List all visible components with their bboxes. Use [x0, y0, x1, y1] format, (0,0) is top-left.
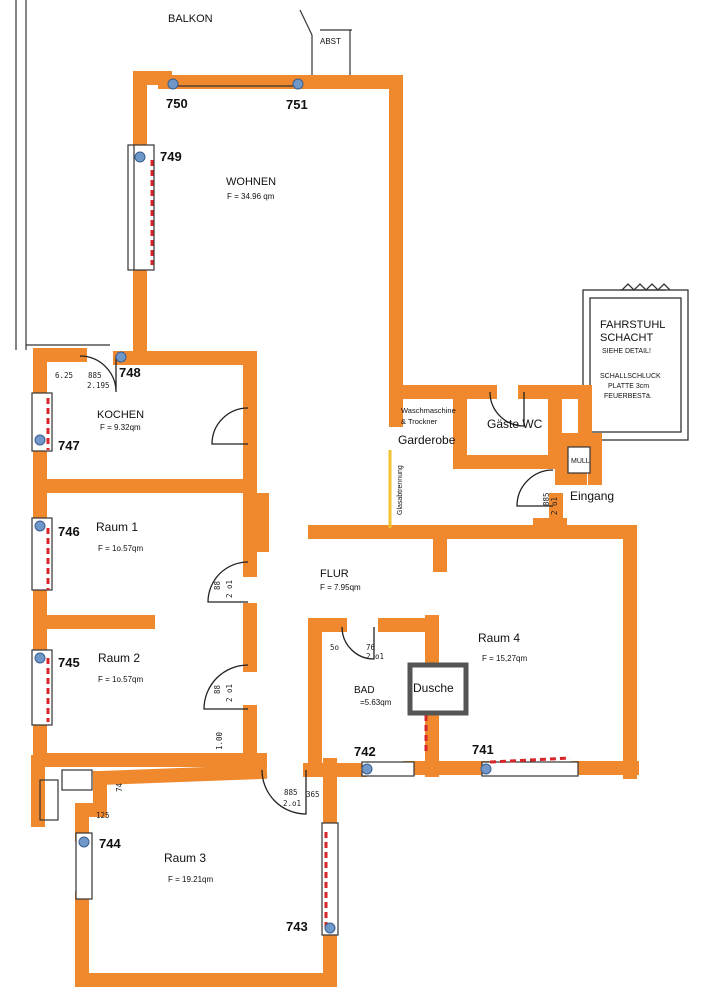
raum4-label: Raum 4: [478, 631, 520, 645]
raum3-area: F = 19.21qm: [168, 875, 213, 884]
sensor-labels: 750 751 749 748 747 746 745 744 743 742 …: [58, 96, 494, 934]
dim-201d: 2 o1: [366, 652, 384, 661]
room-labels: BALKON ABST WOHNEN F = 34.96 qm KOCHEN F…: [96, 13, 665, 884]
garderobe-label: Garderobe: [398, 433, 456, 447]
shower-box: [407, 662, 469, 716]
sensor-label-748: 748: [119, 365, 141, 380]
sensor-label-745: 745: [58, 655, 80, 670]
waschmaschine-label: Waschmaschine: [401, 406, 456, 415]
balcony-boundary: [15, 0, 352, 350]
flur-area: F = 7.95qm: [320, 583, 361, 592]
dim-50: 5o: [330, 643, 340, 652]
sensor-label-743: 743: [286, 919, 308, 934]
dim-88a: 88: [213, 580, 222, 590]
bad-label: BAD: [354, 685, 375, 696]
dusche-label: Dusche: [413, 681, 454, 695]
elevator-shaft: [582, 283, 689, 441]
dim-74: 74: [115, 782, 124, 792]
raum1-label: Raum 1: [96, 520, 138, 534]
sensor-748: [115, 351, 127, 363]
doors: [79, 355, 554, 815]
dim-201a: 2 o1: [225, 580, 234, 598]
dim-625: 6.25: [55, 371, 73, 380]
dim-88b: 88: [213, 684, 222, 694]
walls: [31, 71, 639, 987]
sensor-label-747: 747: [58, 438, 80, 453]
gaeste-wc-label: Gäste WC: [487, 417, 543, 431]
kochen-label: KOCHEN: [97, 409, 144, 421]
kitchen-fixture: [39, 769, 93, 821]
sensor-746: [34, 520, 46, 532]
sensor-745: [34, 652, 46, 664]
sensor-744: [78, 836, 90, 848]
fahrstuhl-line2: SCHACHT: [600, 332, 653, 344]
fahrstuhl-line1: FAHRSTUHL: [600, 319, 665, 331]
sensor-741: [480, 763, 492, 775]
fahrstuhl-line3: SIEHE DETAIL!: [602, 348, 651, 355]
balkon-label: BALKON: [168, 13, 213, 25]
sensor-750: [167, 78, 179, 90]
kochen-area: F = 9.32qm: [100, 423, 141, 432]
schall-line3: FEUERBESTä.: [604, 393, 652, 400]
raum1-area: F = 1o.57qm: [98, 544, 143, 553]
raum4-area: F = 15,27qm: [482, 654, 527, 663]
sensor-label-746: 746: [58, 524, 80, 539]
sensor-742: [361, 763, 373, 775]
dim-2195: 2.195: [87, 381, 110, 390]
dimension-labels: 6.25 885 2.195 88 2 o1 88 2 o1 1.00 885 …: [55, 371, 559, 820]
raum3-label: Raum 3: [164, 851, 206, 865]
raum2-label: Raum 2: [98, 651, 140, 665]
dim-125: 125: [96, 811, 110, 820]
sensor-label-750: 750: [166, 96, 188, 111]
muell-label: MULL: [571, 458, 590, 465]
dim-100: 1.00: [215, 731, 224, 750]
wohnen-area: F = 34.96 qm: [227, 192, 275, 201]
dim-885a: 885: [88, 371, 102, 380]
sensor-743: [324, 922, 336, 934]
glasabtrennung-label: Glasabtrennung: [397, 465, 404, 515]
dim-201b: 2 o1: [225, 684, 234, 702]
sensor-747: [34, 434, 46, 446]
heaters: [46, 160, 571, 930]
sensor-751: [292, 78, 304, 90]
raum2-area: F = 1o.57qm: [98, 675, 143, 684]
dim-76: 76: [366, 643, 376, 652]
sensor-label-744: 744: [99, 836, 121, 851]
abst-label: ABST: [320, 37, 341, 46]
schall-line1: SCHALLSCHLUCK: [600, 373, 661, 380]
dim-201e: 2 o1: [550, 497, 559, 515]
sensor-label-741: 741: [472, 742, 494, 757]
sensor-label-742: 742: [354, 744, 376, 759]
flur-label: FLUR: [320, 568, 349, 580]
sensor-label-749: 749: [160, 149, 182, 164]
bad-area: =5.63qm: [360, 698, 392, 707]
wohnen-label: WOHNEN: [226, 176, 276, 188]
eingang-label: Eingang: [570, 489, 614, 503]
dim-885c: 885: [542, 492, 551, 506]
dim-885b: 885: [284, 788, 298, 797]
sensor-label-751: 751: [286, 97, 308, 112]
schall-line2: PLATTE 3cm: [608, 383, 649, 390]
windows: [31, 85, 579, 936]
sensor-749: [134, 151, 146, 163]
muell-box: [567, 446, 591, 474]
dim-201c: 2.o1: [283, 799, 301, 808]
trockner-label: & Trockner: [401, 417, 438, 426]
sensors: [34, 78, 492, 934]
dim-365: 365: [306, 790, 320, 799]
